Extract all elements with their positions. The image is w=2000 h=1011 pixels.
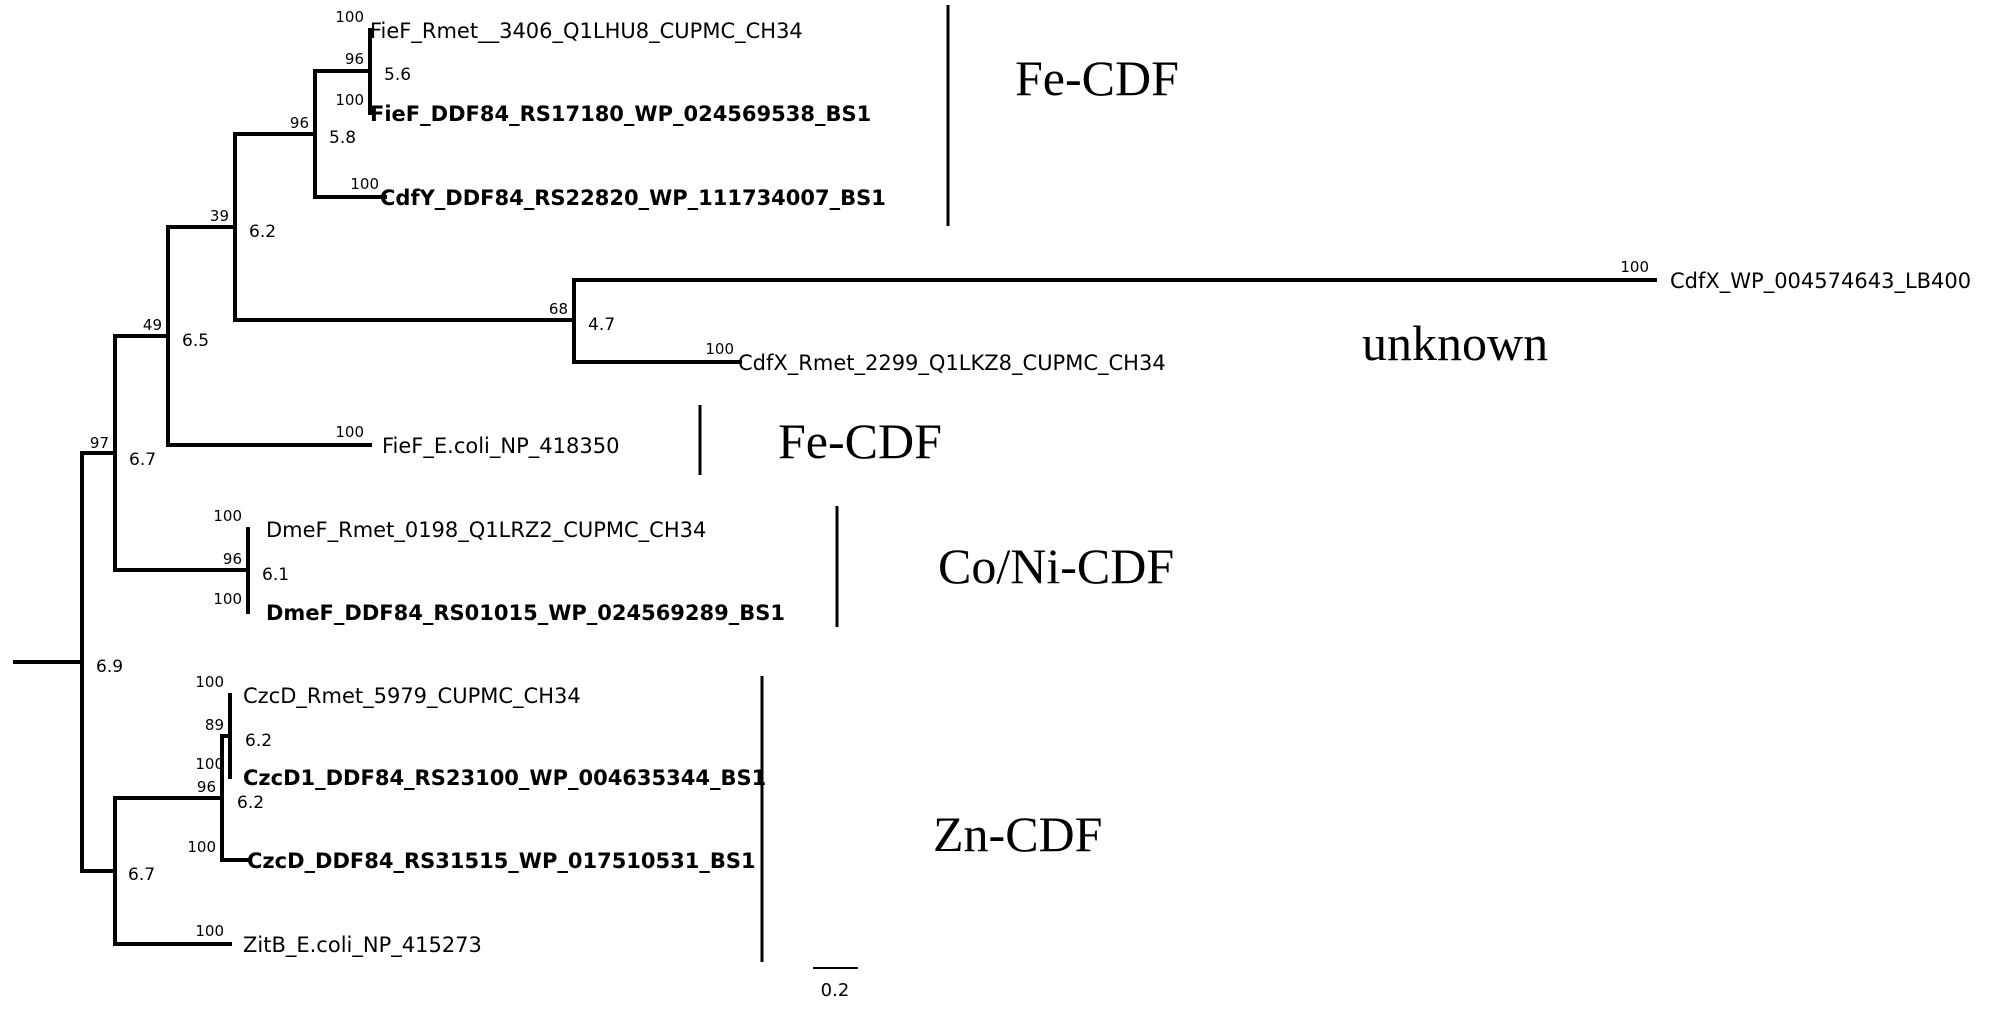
node-support-value: 96 — [290, 114, 309, 132]
node-support-value: 39 — [210, 207, 229, 225]
node-support-value: 89 — [205, 716, 224, 734]
clade-label: unknown — [1362, 315, 1548, 371]
leaf-label: FieF_Rmet__3406_Q1LHU8_CUPMC_CH34 — [370, 19, 803, 44]
leaf-support-value: 100 — [187, 838, 216, 856]
leaf-label: FieF_E.coli_NP_418350 — [382, 434, 619, 459]
node-value: 4.7 — [588, 315, 615, 335]
leaf-label: CzcD_DDF84_RS31515_WP_017510531_BS1 — [247, 849, 756, 873]
tree-branches — [13, 28, 1657, 946]
leaf-support-value: 100 — [195, 673, 224, 691]
leaf-support-value: 100 — [335, 91, 364, 109]
tree-labels: FieF_Rmet__3406_Q1LHU8_CUPMC_CH34100FieF… — [90, 8, 1971, 958]
leaf-support-value: 100 — [213, 590, 242, 608]
leaf-support-value: 100 — [195, 922, 224, 940]
clade-label: Zn-CDF — [933, 806, 1102, 862]
clade-label: Fe-CDF — [1015, 50, 1179, 106]
node-support-value: 96 — [223, 550, 242, 568]
leaf-support-value: 100 — [195, 755, 224, 773]
node-value: 6.7 — [129, 450, 156, 470]
leaf-support-value: 100 — [335, 423, 364, 441]
leaf-support-value: 100 — [213, 507, 242, 525]
node-value: 5.6 — [384, 65, 411, 85]
leaf-label: CzcD_Rmet_5979_CUPMC_CH34 — [243, 684, 581, 709]
leaf-label: CdfX_Rmet_2299_Q1LKZ8_CUPMC_CH34 — [738, 351, 1166, 376]
node-value: 5.8 — [329, 128, 356, 148]
leaf-support-value: 100 — [350, 175, 379, 193]
leaf-label: CdfY_DDF84_RS22820_WP_111734007_BS1 — [380, 186, 886, 210]
leaf-support-value: 100 — [335, 8, 364, 26]
leaf-label: FieF_DDF84_RS17180_WP_024569538_BS1 — [370, 102, 871, 126]
node-value: 6.1 — [262, 565, 289, 585]
scale-bar-label: 0.2 — [821, 980, 850, 1001]
node-value: 6.2 — [245, 731, 272, 751]
node-support-value: 96 — [197, 778, 216, 796]
leaf-label: DmeF_DDF84_RS01015_WP_024569289_BS1 — [266, 601, 785, 625]
node-value: 6.7 — [128, 865, 155, 885]
clade-label: Fe-CDF — [778, 413, 942, 469]
scale-bar: 0.2 — [813, 967, 858, 1001]
node-value: 6.2 — [237, 793, 264, 813]
node-value: 6.2 — [249, 222, 276, 242]
leaf-support-value: 100 — [1620, 258, 1649, 276]
node-support-value: 96 — [345, 50, 364, 68]
node-value: 6.5 — [182, 331, 209, 351]
node-support-value: 97 — [90, 434, 109, 452]
node-value: 6.9 — [96, 657, 123, 677]
leaf-label: CdfX_WP_004574643_LB400 — [1670, 269, 1971, 294]
node-support-value: 49 — [143, 316, 162, 334]
node-support-value: 68 — [549, 300, 568, 318]
leaf-label: ZitB_E.coli_NP_415273 — [243, 933, 482, 958]
leaf-label: DmeF_Rmet_0198_Q1LRZ2_CUPMC_CH34 — [266, 518, 706, 543]
clade-label: Co/Ni-CDF — [938, 538, 1174, 594]
leaf-support-value: 100 — [705, 340, 734, 358]
leaf-label: CzcD1_DDF84_RS23100_WP_004635344_BS1 — [243, 766, 766, 790]
